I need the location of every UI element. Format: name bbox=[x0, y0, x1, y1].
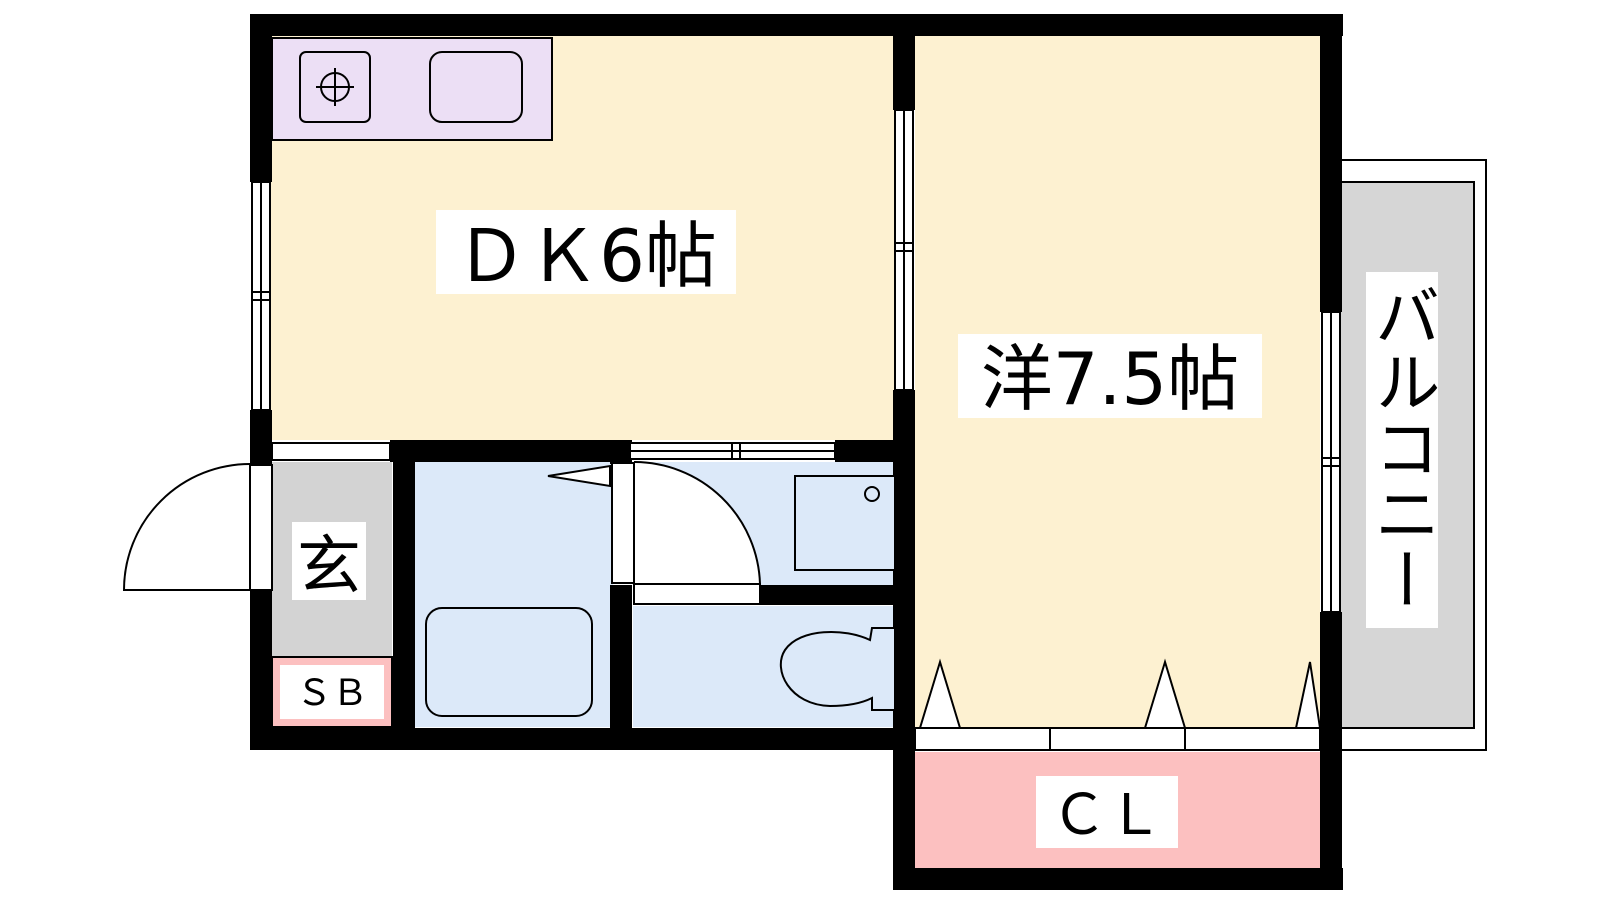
bath-door-marker bbox=[547, 464, 611, 488]
sink-icon bbox=[429, 51, 523, 123]
sliding-door bbox=[629, 442, 836, 460]
balcony-label-bg bbox=[1366, 272, 1438, 628]
western-label-bg bbox=[958, 334, 1262, 418]
walls bbox=[250, 14, 1343, 890]
window-balcony bbox=[1321, 311, 1341, 613]
front-door-swing bbox=[122, 463, 273, 591]
toilet-icon bbox=[779, 627, 896, 711]
entrance-threshold bbox=[271, 442, 391, 461]
western-label: 洋7.5帖 bbox=[981, 337, 1240, 421]
shoe-box-label-bg bbox=[280, 665, 384, 719]
window-left bbox=[251, 181, 271, 411]
entrance-label: 玄 bbox=[297, 530, 361, 604]
stove-icon bbox=[299, 51, 371, 123]
dk-label: ＤＫ6帖 bbox=[455, 214, 717, 298]
window-partition bbox=[894, 109, 914, 391]
entrance-label-bg bbox=[292, 522, 366, 600]
closet-label-bg bbox=[1036, 776, 1178, 848]
closet-divider bbox=[914, 658, 1322, 751]
shoe-box-label: ＳＢ bbox=[296, 673, 368, 714]
washing-machine-icon bbox=[794, 475, 896, 571]
closet-label: ＣＬ bbox=[1051, 783, 1163, 848]
bathtub-icon bbox=[425, 607, 593, 717]
bathroom-door-swing bbox=[611, 461, 762, 605]
balcony-label: バルコニー bbox=[1364, 282, 1441, 612]
dk-label-bg bbox=[436, 210, 736, 294]
